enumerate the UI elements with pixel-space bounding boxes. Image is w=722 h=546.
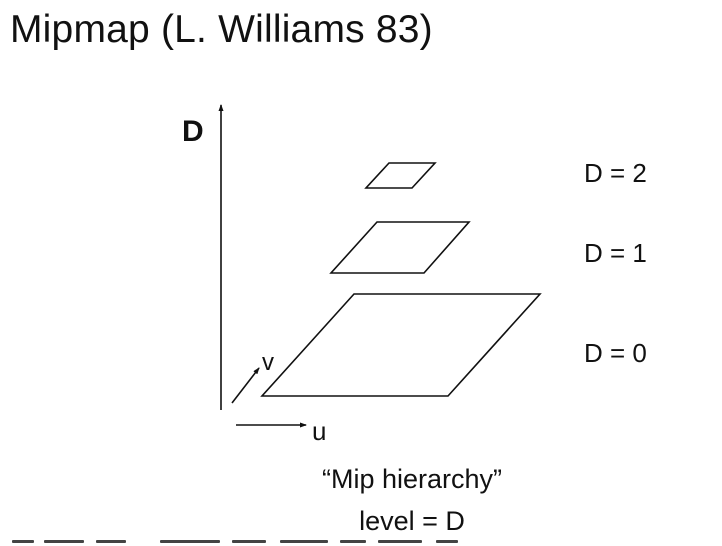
v-axis-label: v bbox=[262, 349, 274, 376]
mip-level-0-shape bbox=[260, 293, 542, 397]
v-axis bbox=[231, 367, 260, 404]
mip-level-1-shape bbox=[329, 221, 471, 274]
d-axis-label: D bbox=[182, 115, 204, 148]
cropped-text-line bbox=[0, 536, 722, 546]
mip-level-2-shape bbox=[364, 162, 437, 189]
level-label-d2: D = 2 bbox=[584, 158, 647, 188]
level-label-d0: D = 0 bbox=[584, 338, 647, 368]
slide-title: Mipmap (L. Williams 83) bbox=[10, 8, 433, 51]
caption-level: level = D bbox=[359, 506, 465, 536]
caption-title: “Mip hierarchy” bbox=[321, 464, 503, 494]
level-label-d1: D = 1 bbox=[584, 238, 647, 268]
u-axis-label: u bbox=[312, 416, 326, 446]
